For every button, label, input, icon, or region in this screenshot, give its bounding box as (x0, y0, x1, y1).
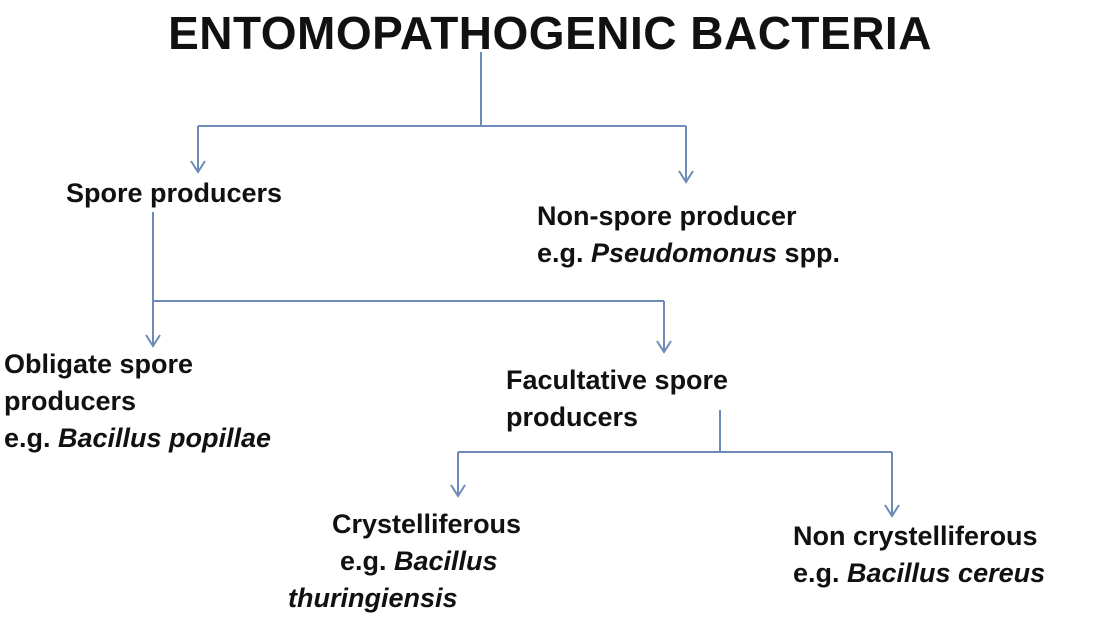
species-name-continued: thuringiensis (288, 583, 458, 613)
species-name: Bacillus cereus (847, 558, 1046, 588)
node-facultative-spore-producers: Facultative spore producers (506, 362, 728, 436)
node-non-spore-producer-label: Non-spore producer (537, 201, 797, 231)
node-facultative-label-line2: producers (506, 402, 639, 432)
species-name: Pseudomonus (591, 238, 778, 268)
species-name: Bacillus popillae (58, 423, 272, 453)
arrowhead-obligate-icon (145, 334, 161, 348)
node-crystelliferous-species-line: thuringiensis (288, 580, 521, 617)
node-obligate-label-line2: producers (4, 386, 137, 416)
node-crystelliferous-example: e.g. Bacillus (332, 543, 521, 580)
arrowhead-nonspore-icon (678, 170, 694, 184)
arrowhead-facultative-icon (656, 340, 672, 354)
diagram-title: ENTOMOPATHOGENIC BACTERIA (168, 7, 932, 59)
node-obligate-label-line1: Obligate spore (4, 349, 194, 379)
node-non-crystelliferous-example: e.g. Bacillus cereus (793, 555, 1045, 592)
node-non-crystelliferous-label: Non crystelliferous (793, 521, 1038, 551)
arrowhead-noncrystelliferous-icon (884, 504, 900, 518)
node-non-spore-producer-example: e.g. Pseudomonus spp. (537, 235, 840, 272)
node-crystelliferous-label: Crystelliferous (332, 509, 522, 539)
example-prefix: e.g. (793, 558, 848, 588)
example-prefix: e.g. (4, 423, 59, 453)
node-obligate-spore-producers: Obligate spore producers e.g. Bacillus p… (4, 346, 271, 457)
node-obligate-example: e.g. Bacillus popillae (4, 420, 271, 457)
arrowhead-spore-icon (190, 160, 206, 174)
node-non-spore-producer: Non-spore producer e.g. Pseudomonus spp. (537, 198, 840, 272)
node-spore-producers: Spore producers (66, 175, 282, 212)
arrowhead-crystelliferous-icon (450, 484, 466, 498)
node-crystelliferous: Crystelliferous e.g. Bacillus thuringien… (288, 506, 522, 617)
example-prefix: e.g. (340, 546, 395, 576)
node-non-crystelliferous: Non crystelliferous e.g. Bacillus cereus (793, 518, 1045, 592)
example-suffix: spp. (777, 238, 841, 268)
species-name: Bacillus (394, 546, 498, 576)
node-spore-producers-label: Spore producers (66, 178, 283, 208)
example-prefix: e.g. (537, 238, 592, 268)
node-facultative-label-line1: Facultative spore (506, 365, 729, 395)
